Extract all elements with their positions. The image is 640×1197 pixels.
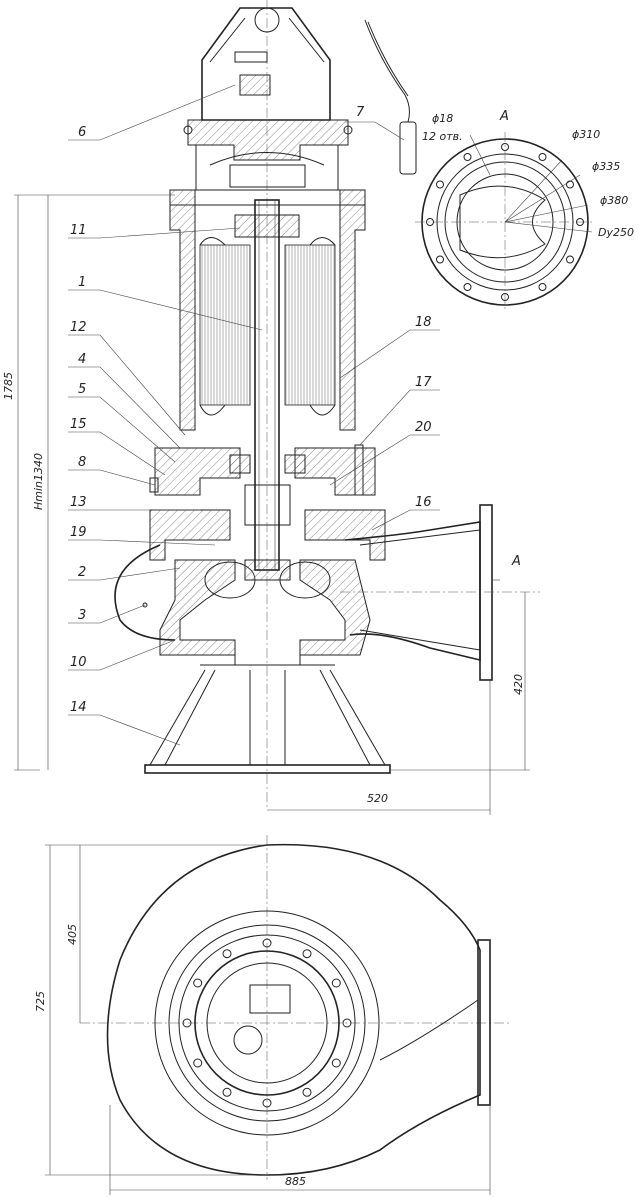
- bolt-hole: [566, 180, 574, 189]
- label-part-2: 2: [78, 565, 86, 580]
- bolt-hole: [182, 1018, 192, 1028]
- upper-bearing: [234, 214, 300, 238]
- label-part-17: 17: [415, 375, 432, 390]
- flange-view-a: [415, 132, 595, 312]
- section-mark-a: A: [511, 554, 521, 569]
- label-part-4: 4: [78, 352, 86, 367]
- nominal-diameter: Dy250: [598, 226, 634, 239]
- dimension-labels: 1785 Hmin1340 420 520 405 725 885: [2, 372, 525, 1188]
- bolt-hole: [501, 143, 509, 151]
- bolt-hole: [342, 1018, 352, 1028]
- base-stand: [144, 664, 391, 774]
- diameter-380: ϕ380: [600, 194, 628, 207]
- motor-housing: [169, 189, 366, 431]
- stator: [199, 237, 336, 416]
- label-part-13: 13: [70, 495, 87, 510]
- label-part-11: 11: [70, 223, 87, 238]
- hole-diameter: ϕ18: [432, 112, 453, 125]
- label-part-15: 15: [70, 417, 87, 432]
- dim-885: 885: [285, 1175, 306, 1188]
- bolt-hole: [302, 1087, 312, 1097]
- bolt-hole: [262, 1098, 272, 1108]
- label-part-14: 14: [70, 700, 87, 715]
- top-cover: [183, 119, 353, 191]
- pump-volute: [114, 544, 371, 666]
- bolt-hole: [193, 1058, 203, 1068]
- bolt-hole: [436, 255, 444, 264]
- label-part-7: 7: [356, 105, 365, 120]
- dim-hmin: Hmin1340: [32, 453, 45, 510]
- label-part-1: 1: [78, 275, 86, 290]
- bolt-hole: [302, 949, 312, 959]
- outlet-pipe: [340, 504, 540, 681]
- diameter-310: ϕ310: [572, 128, 600, 141]
- label-part-12: 12: [70, 320, 87, 335]
- dim-520: 520: [367, 792, 388, 805]
- flange-bolt-holes: [426, 143, 584, 301]
- dim-1785: 1785: [2, 372, 15, 400]
- label-part-3: 3: [78, 608, 86, 623]
- seal-housing: [149, 444, 386, 561]
- label-part-18: 18: [415, 315, 432, 330]
- bolt-hole: [538, 283, 547, 291]
- lifting-bracket: [201, 7, 331, 121]
- dim-420: 420: [512, 674, 525, 695]
- view-a-title: A: [499, 109, 509, 124]
- view-a-labels: A ϕ18 12 отв. ϕ310 ϕ335 ϕ380 Dy250 A: [422, 109, 634, 569]
- cable: [364, 19, 417, 175]
- section-view: [114, 0, 540, 810]
- hole-count: 12 отв.: [422, 130, 463, 143]
- label-part-6: 6: [78, 125, 86, 140]
- dim-725: 725: [34, 991, 47, 1012]
- bolt-hole: [222, 1087, 232, 1097]
- part-labels: 6 11 1 12 4 5 15 8 13 19 2 3 10 14 7 18 …: [70, 105, 432, 715]
- leader-lines: [68, 84, 500, 746]
- bolt-hole: [331, 1058, 341, 1068]
- dimension-lines: [14, 194, 530, 1195]
- bolt-hole: [262, 938, 272, 948]
- bolt-hole: [463, 153, 472, 161]
- label-part-16: 16: [415, 495, 432, 510]
- dim-405: 405: [66, 924, 79, 945]
- bolt-hole: [463, 283, 472, 291]
- diameter-335: ϕ335: [592, 160, 620, 173]
- bolt-hole: [436, 180, 444, 189]
- bolt-hole: [538, 153, 547, 161]
- label-part-5: 5: [78, 382, 86, 397]
- bolt-hole: [576, 218, 584, 226]
- plan-bolt-circle: [182, 938, 352, 1108]
- plan-view: [80, 835, 510, 1180]
- label-part-20: 20: [415, 420, 432, 435]
- bolt-hole: [501, 293, 509, 301]
- bolt-hole: [193, 978, 203, 988]
- bolt-hole: [222, 949, 232, 959]
- label-part-19: 19: [70, 525, 87, 540]
- bolt-hole: [331, 978, 341, 988]
- bolt-hole: [566, 255, 574, 264]
- label-part-10: 10: [70, 655, 87, 670]
- label-part-8: 8: [78, 455, 86, 470]
- bolt-hole: [426, 218, 434, 226]
